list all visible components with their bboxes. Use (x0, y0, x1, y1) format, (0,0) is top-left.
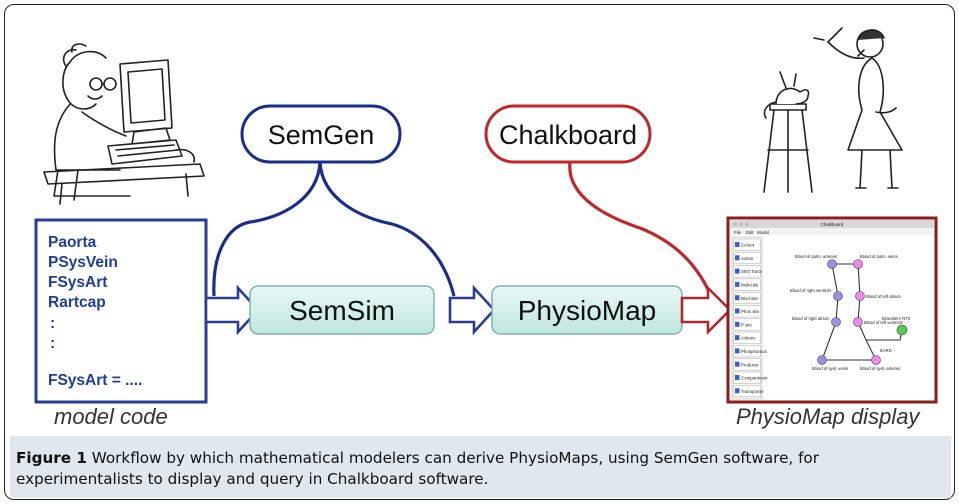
tool-button[interactable] (733, 345, 761, 358)
figure-label: Figure 1 (16, 449, 87, 467)
tool-button[interactable] (733, 252, 761, 265)
tool-icon (735, 308, 740, 314)
semsim-label: SemSim (289, 295, 395, 326)
tool-label: Molecule (741, 283, 759, 288)
tool-label: Phosphorous (741, 349, 768, 354)
tool-icon (735, 348, 740, 354)
figure-caption: Figure 1 Workflow by which mathematical … (16, 448, 944, 490)
tool-button[interactable] (733, 331, 761, 344)
tool-button[interactable] (733, 265, 761, 278)
tool-label: Shift Trace (741, 269, 763, 274)
code-line-1: Paorta (48, 234, 97, 251)
code-line-4: Rartcap (48, 294, 106, 311)
tool-label: Transporter (741, 389, 764, 394)
chalkboard-label: Chalkboard (499, 120, 637, 150)
menu-file[interactable]: File (734, 230, 742, 235)
tool-button[interactable] (733, 291, 761, 304)
tool-label: Action (741, 256, 754, 261)
tool-icon (735, 268, 740, 274)
tool-icon (735, 281, 740, 287)
tool-button[interactable] (733, 318, 761, 331)
tool-icon (735, 242, 740, 247)
node-label-left-ventricle: Blood of left ventricle (864, 320, 904, 325)
semgen-connector (212, 161, 456, 297)
node-label-pulm-veins: Blood of pulm. veins (860, 254, 898, 259)
node-label-pulm-arteries: Blood of pulm. arteries (795, 254, 837, 259)
caption-text: Workflow by which mathematical modelers … (16, 449, 819, 488)
tool-button[interactable] (733, 305, 761, 318)
node-label-eard: EARD (880, 348, 892, 353)
code-dots-2: : (50, 335, 55, 352)
code-line-3: FSysArt (48, 274, 107, 291)
model-code-box (34, 218, 208, 404)
modeler-cartoon (43, 43, 205, 205)
tool-icon (735, 335, 740, 341)
arrow-semsim-to-physiomap (448, 284, 496, 336)
semsim-box (249, 285, 435, 335)
node-label-right-atrium: Blood of right atrium (792, 316, 830, 321)
physiomap-label: PhysioMap (518, 295, 657, 326)
semgen-label: SemGen (268, 120, 375, 150)
chalkboard-bubble (484, 104, 652, 164)
semgen-bubble (240, 104, 402, 164)
node-label-brainstem: Brainstem NTS (882, 316, 911, 321)
arrow-code-to-semsim (204, 284, 260, 336)
tool-icon (735, 321, 740, 327)
network-nodes (817, 259, 908, 365)
physiomap-display-caption: PhysioMap display (736, 404, 921, 429)
chalkboard-connector (568, 161, 714, 299)
arrow-physiomap-to-display (680, 284, 732, 336)
menu-model[interactable]: Model (757, 230, 769, 235)
code-last-line: FSysArt = .... (48, 372, 142, 389)
menu-edit[interactable]: Edit (746, 230, 754, 235)
tool-label: P site (741, 322, 752, 327)
chalkboard-window: Chalkboard File Edit Model CursorActionS… (726, 216, 938, 404)
tool-button[interactable] (733, 358, 761, 371)
tool-label: Compartment (741, 376, 768, 381)
code-dots-1: : (50, 315, 55, 332)
tool-label: Producer (741, 362, 759, 367)
node-label-syst-arteries: Blood of syst. arteries (860, 366, 900, 371)
code-line-2: PSysVein (48, 254, 118, 271)
tool-button[interactable] (733, 371, 761, 384)
experimentalist-cartoon (763, 27, 903, 193)
tool-button[interactable] (733, 278, 761, 291)
tool-icon (735, 361, 740, 367)
node-label-right-ventricle: Blood of right ventricle (790, 288, 832, 293)
tool-icon (735, 295, 740, 301)
node-label-left-atrium: Blood of left atrium (866, 294, 901, 299)
tool-label: Phos site (741, 309, 760, 314)
caption-background (10, 436, 951, 498)
tool-label: Actions (741, 336, 756, 341)
chalkboard-window-title: Chalkboard (821, 222, 844, 227)
model-code-caption: model code (54, 404, 168, 429)
tool-icon (735, 388, 740, 394)
node-label-syst-veins: Blood of syst. veins (812, 366, 848, 371)
tool-label: Bind site (741, 296, 758, 301)
tool-button[interactable] (733, 238, 761, 251)
tool-icon (735, 375, 740, 380)
tool-button[interactable] (733, 385, 761, 398)
tool-label: Cursor (741, 243, 755, 248)
tool-icon (735, 255, 740, 261)
